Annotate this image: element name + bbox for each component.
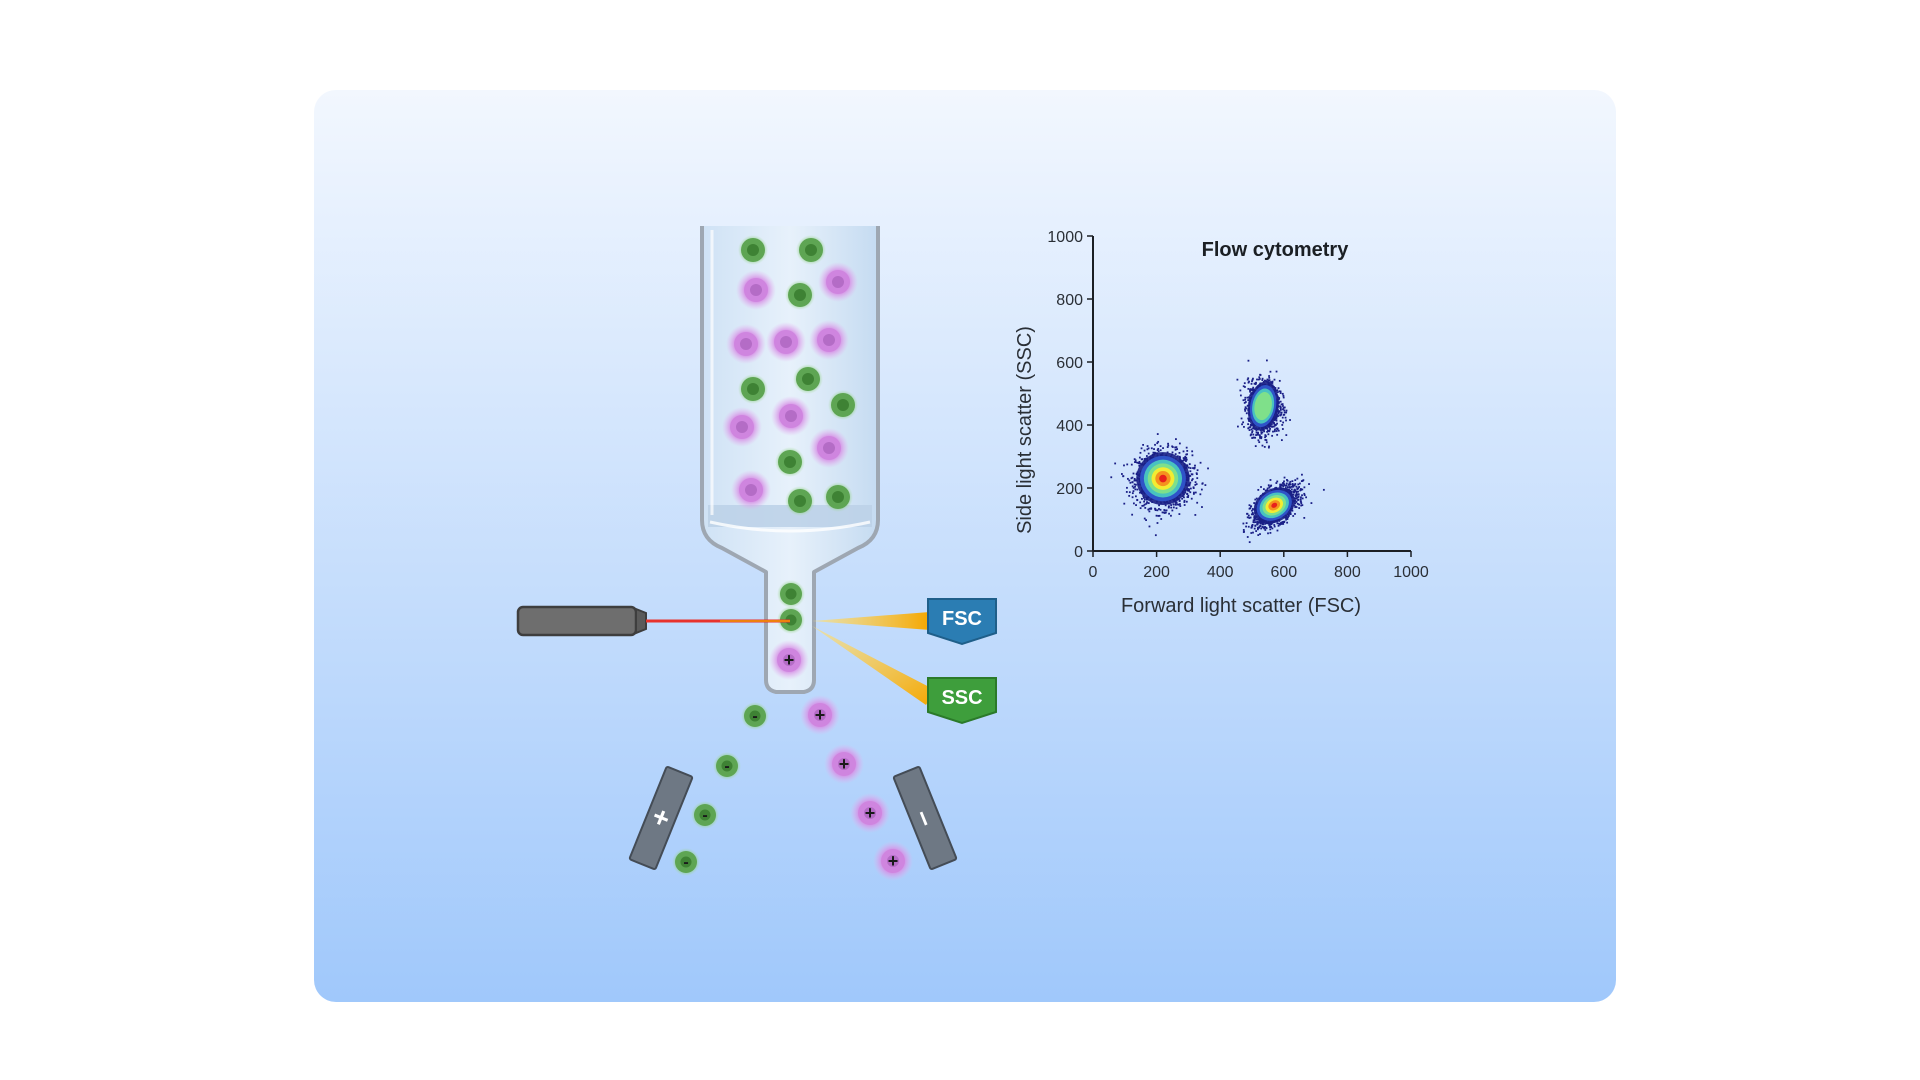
y-tick-label: 400 [1056, 418, 1083, 435]
ssc-detector: SSC [927, 677, 997, 725]
fsc-detector-label: FSC [942, 608, 982, 630]
positive-droplet: + [873, 841, 913, 881]
green-cell [738, 235, 768, 265]
x-tick-label: 400 [1207, 564, 1234, 581]
charge-sign: + [815, 705, 826, 725]
charge-sign: - [752, 708, 757, 725]
nozzle-charged-cell: + [769, 640, 809, 680]
purple-cell [809, 320, 849, 360]
x-tick-label: 600 [1270, 564, 1297, 581]
density-level [1159, 474, 1167, 483]
laser-source [516, 605, 647, 637]
negative-droplet: - [691, 801, 719, 829]
x-tick-label: 1000 [1393, 564, 1429, 581]
charge-sign: + [784, 650, 795, 670]
green-cell [793, 364, 823, 394]
negative-droplet: - [713, 752, 741, 780]
negative-droplet: - [672, 848, 700, 876]
purple-cell [731, 470, 771, 510]
purple-cell [736, 270, 776, 310]
x-tick-label: 800 [1334, 564, 1361, 581]
charge-sign: + [865, 803, 876, 823]
charge-sign: + [888, 851, 899, 871]
cells-in-suspension [722, 235, 858, 516]
negative-droplet: - [741, 702, 769, 730]
ssc-light-beam [812, 626, 935, 705]
charge-sign: - [724, 758, 729, 775]
green-cell [785, 486, 815, 516]
y-axis-title: Side light scatter (SSC) [1014, 326, 1036, 534]
charge-sign: - [702, 807, 707, 824]
purple-cell [818, 262, 858, 302]
sorted-droplets: - - - - + + + + [672, 695, 913, 881]
nozzle-green-cell [777, 580, 805, 608]
green-cell [796, 235, 826, 265]
purple-cell [722, 407, 762, 447]
negative-deflection-plate: – [892, 765, 958, 871]
y-tick-label: 1000 [1047, 229, 1083, 246]
density-level [1271, 502, 1278, 508]
fsc-detector: FSC [927, 598, 997, 646]
purple-cell [726, 324, 766, 364]
y-tick-label: 600 [1056, 355, 1083, 372]
ssc-detector-label: SSC [941, 687, 982, 709]
population-1 [1110, 433, 1209, 537]
flow-cytometry-plot: 0 200 400 600 800 1000 0 200 400 600 800 1000 Flow … [1014, 229, 1429, 617]
plot-title: Flow cytometry [1202, 239, 1350, 261]
green-cell [785, 280, 815, 310]
positive-droplet: + [800, 695, 840, 735]
green-cell [775, 447, 805, 477]
green-cell [738, 374, 768, 404]
population-2 [1236, 359, 1291, 449]
axis-ticks: 0 200 400 600 800 1000 0 200 400 600 800 1000 [1047, 229, 1428, 581]
y-tick-label: 0 [1074, 544, 1083, 561]
purple-cell [771, 396, 811, 436]
green-cell [823, 482, 853, 512]
y-tick-label: 800 [1056, 292, 1083, 309]
charge-sign: - [683, 854, 688, 871]
population-3 [1242, 473, 1325, 544]
charge-sign: + [839, 754, 850, 774]
x-tick-label: 200 [1143, 564, 1170, 581]
positive-deflection-plate: + [628, 765, 694, 871]
x-axis-title: Forward light scatter (FSC) [1121, 595, 1361, 617]
cells-in-nozzle: + [769, 580, 809, 680]
green-cell [828, 390, 858, 420]
nozzle-green-cell [777, 606, 805, 634]
purple-cell [809, 428, 849, 468]
positive-droplet: + [824, 744, 864, 784]
density-populations [1110, 359, 1325, 544]
fsc-light-beam [812, 612, 930, 630]
purple-cell [766, 322, 806, 362]
density-level [1254, 392, 1272, 421]
y-tick-label: 200 [1056, 481, 1083, 498]
background-panel [314, 90, 1616, 1002]
positive-droplet: + [850, 793, 890, 833]
x-tick-label: 0 [1089, 564, 1098, 581]
